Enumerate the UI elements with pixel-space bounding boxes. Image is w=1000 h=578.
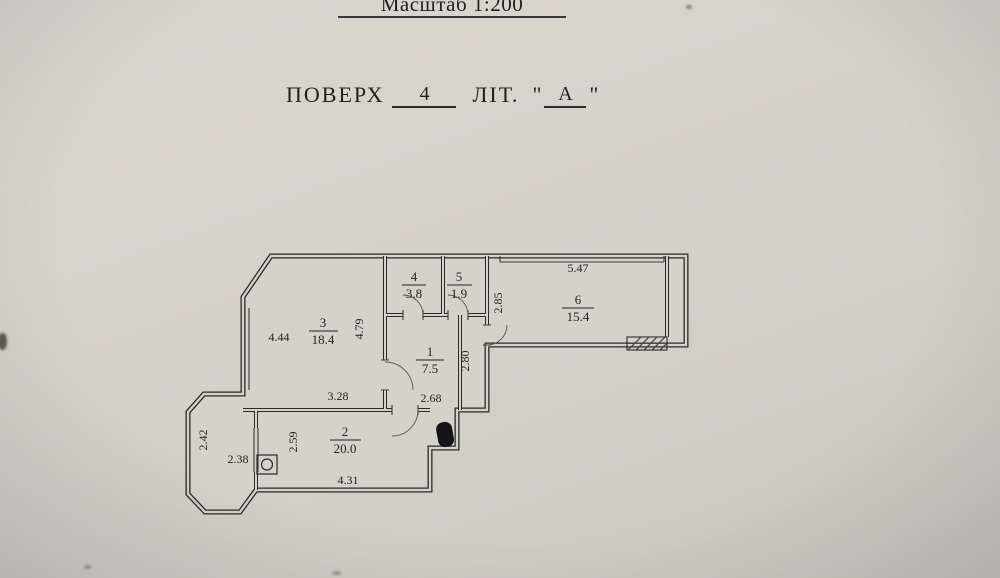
building-letter: А xyxy=(544,82,587,108)
room-number: 2 xyxy=(342,424,349,439)
shaft-fixture-icon xyxy=(436,421,455,448)
pier-hatch-lines xyxy=(627,336,668,351)
room-number: 6 xyxy=(575,292,582,307)
floor-label: ПОВЕРХ xyxy=(286,82,385,107)
quote-close: " xyxy=(589,82,599,107)
interior-wall-core xyxy=(243,256,668,490)
door-swing-arcs xyxy=(384,294,508,437)
floor-heading: ПОВЕРХ 4 ЛІТ. " А " xyxy=(286,82,598,108)
dimension-labels: 4.44 4.79 3.28 2.68 2.80 2.85 5.47 2.59 … xyxy=(196,261,589,487)
dim-2-85: 2.85 xyxy=(491,293,505,314)
exterior-walls xyxy=(185,253,689,515)
scan-smudge xyxy=(332,571,341,575)
scale-underline xyxy=(338,16,566,18)
scan-smudge xyxy=(84,565,91,569)
room-area: 18.4 xyxy=(312,332,335,347)
dim-2-59: 2.59 xyxy=(286,432,300,453)
room-label-1: 1 7.5 xyxy=(416,344,444,376)
dim-4-31: 4.31 xyxy=(338,473,359,487)
room-label-2: 2 20.0 xyxy=(330,424,361,456)
room-label-5: 5 1.9 xyxy=(447,269,472,301)
interior-walls xyxy=(243,256,669,490)
scale-heading: Масштаб 1:200 xyxy=(338,0,566,18)
room-label-3: 3 18.4 xyxy=(309,315,338,347)
scan-smudge xyxy=(686,5,692,9)
room-area: 1.9 xyxy=(451,286,467,301)
room-number: 4 xyxy=(411,269,418,284)
room-label-6: 6 15.4 xyxy=(562,292,594,324)
room-area: 15.4 xyxy=(567,309,590,324)
dim-2-38: 2.38 xyxy=(228,452,249,466)
dim-2-68: 2.68 xyxy=(421,391,442,405)
exterior-wall-core xyxy=(186,254,688,514)
column-box xyxy=(256,454,278,475)
hatched-wall-pier xyxy=(626,336,668,351)
dim-4-79: 4.79 xyxy=(352,319,366,340)
quote-open: " xyxy=(532,82,542,107)
lit-label: ЛІТ. xyxy=(472,82,520,107)
room-number: 5 xyxy=(456,269,463,284)
dim-5-47: 5.47 xyxy=(568,261,589,275)
column-circle xyxy=(260,458,274,471)
room-number: 3 xyxy=(320,315,327,330)
apartment-footprint xyxy=(188,256,686,512)
scan-smudge xyxy=(0,333,7,350)
window-lines xyxy=(248,256,665,472)
dim-2-42: 2.42 xyxy=(196,430,210,451)
room-area: 20.0 xyxy=(334,441,357,456)
dim-2-80: 2.80 xyxy=(458,351,472,372)
room-area: 3.8 xyxy=(406,286,422,301)
scale-text: Масштаб 1:200 xyxy=(380,0,524,16)
room-area: 7.5 xyxy=(422,361,438,376)
room-number: 1 xyxy=(427,344,434,359)
floor-number: 4 xyxy=(392,82,457,108)
column-fixture-icon xyxy=(256,454,278,475)
room-label-4: 4 3.8 xyxy=(402,269,426,301)
dim-4-44: 4.44 xyxy=(269,330,290,344)
dim-3-28: 3.28 xyxy=(328,389,349,403)
room-labels: 3 18.4 4 3.8 5 1.9 6 15.4 1 xyxy=(309,269,594,456)
